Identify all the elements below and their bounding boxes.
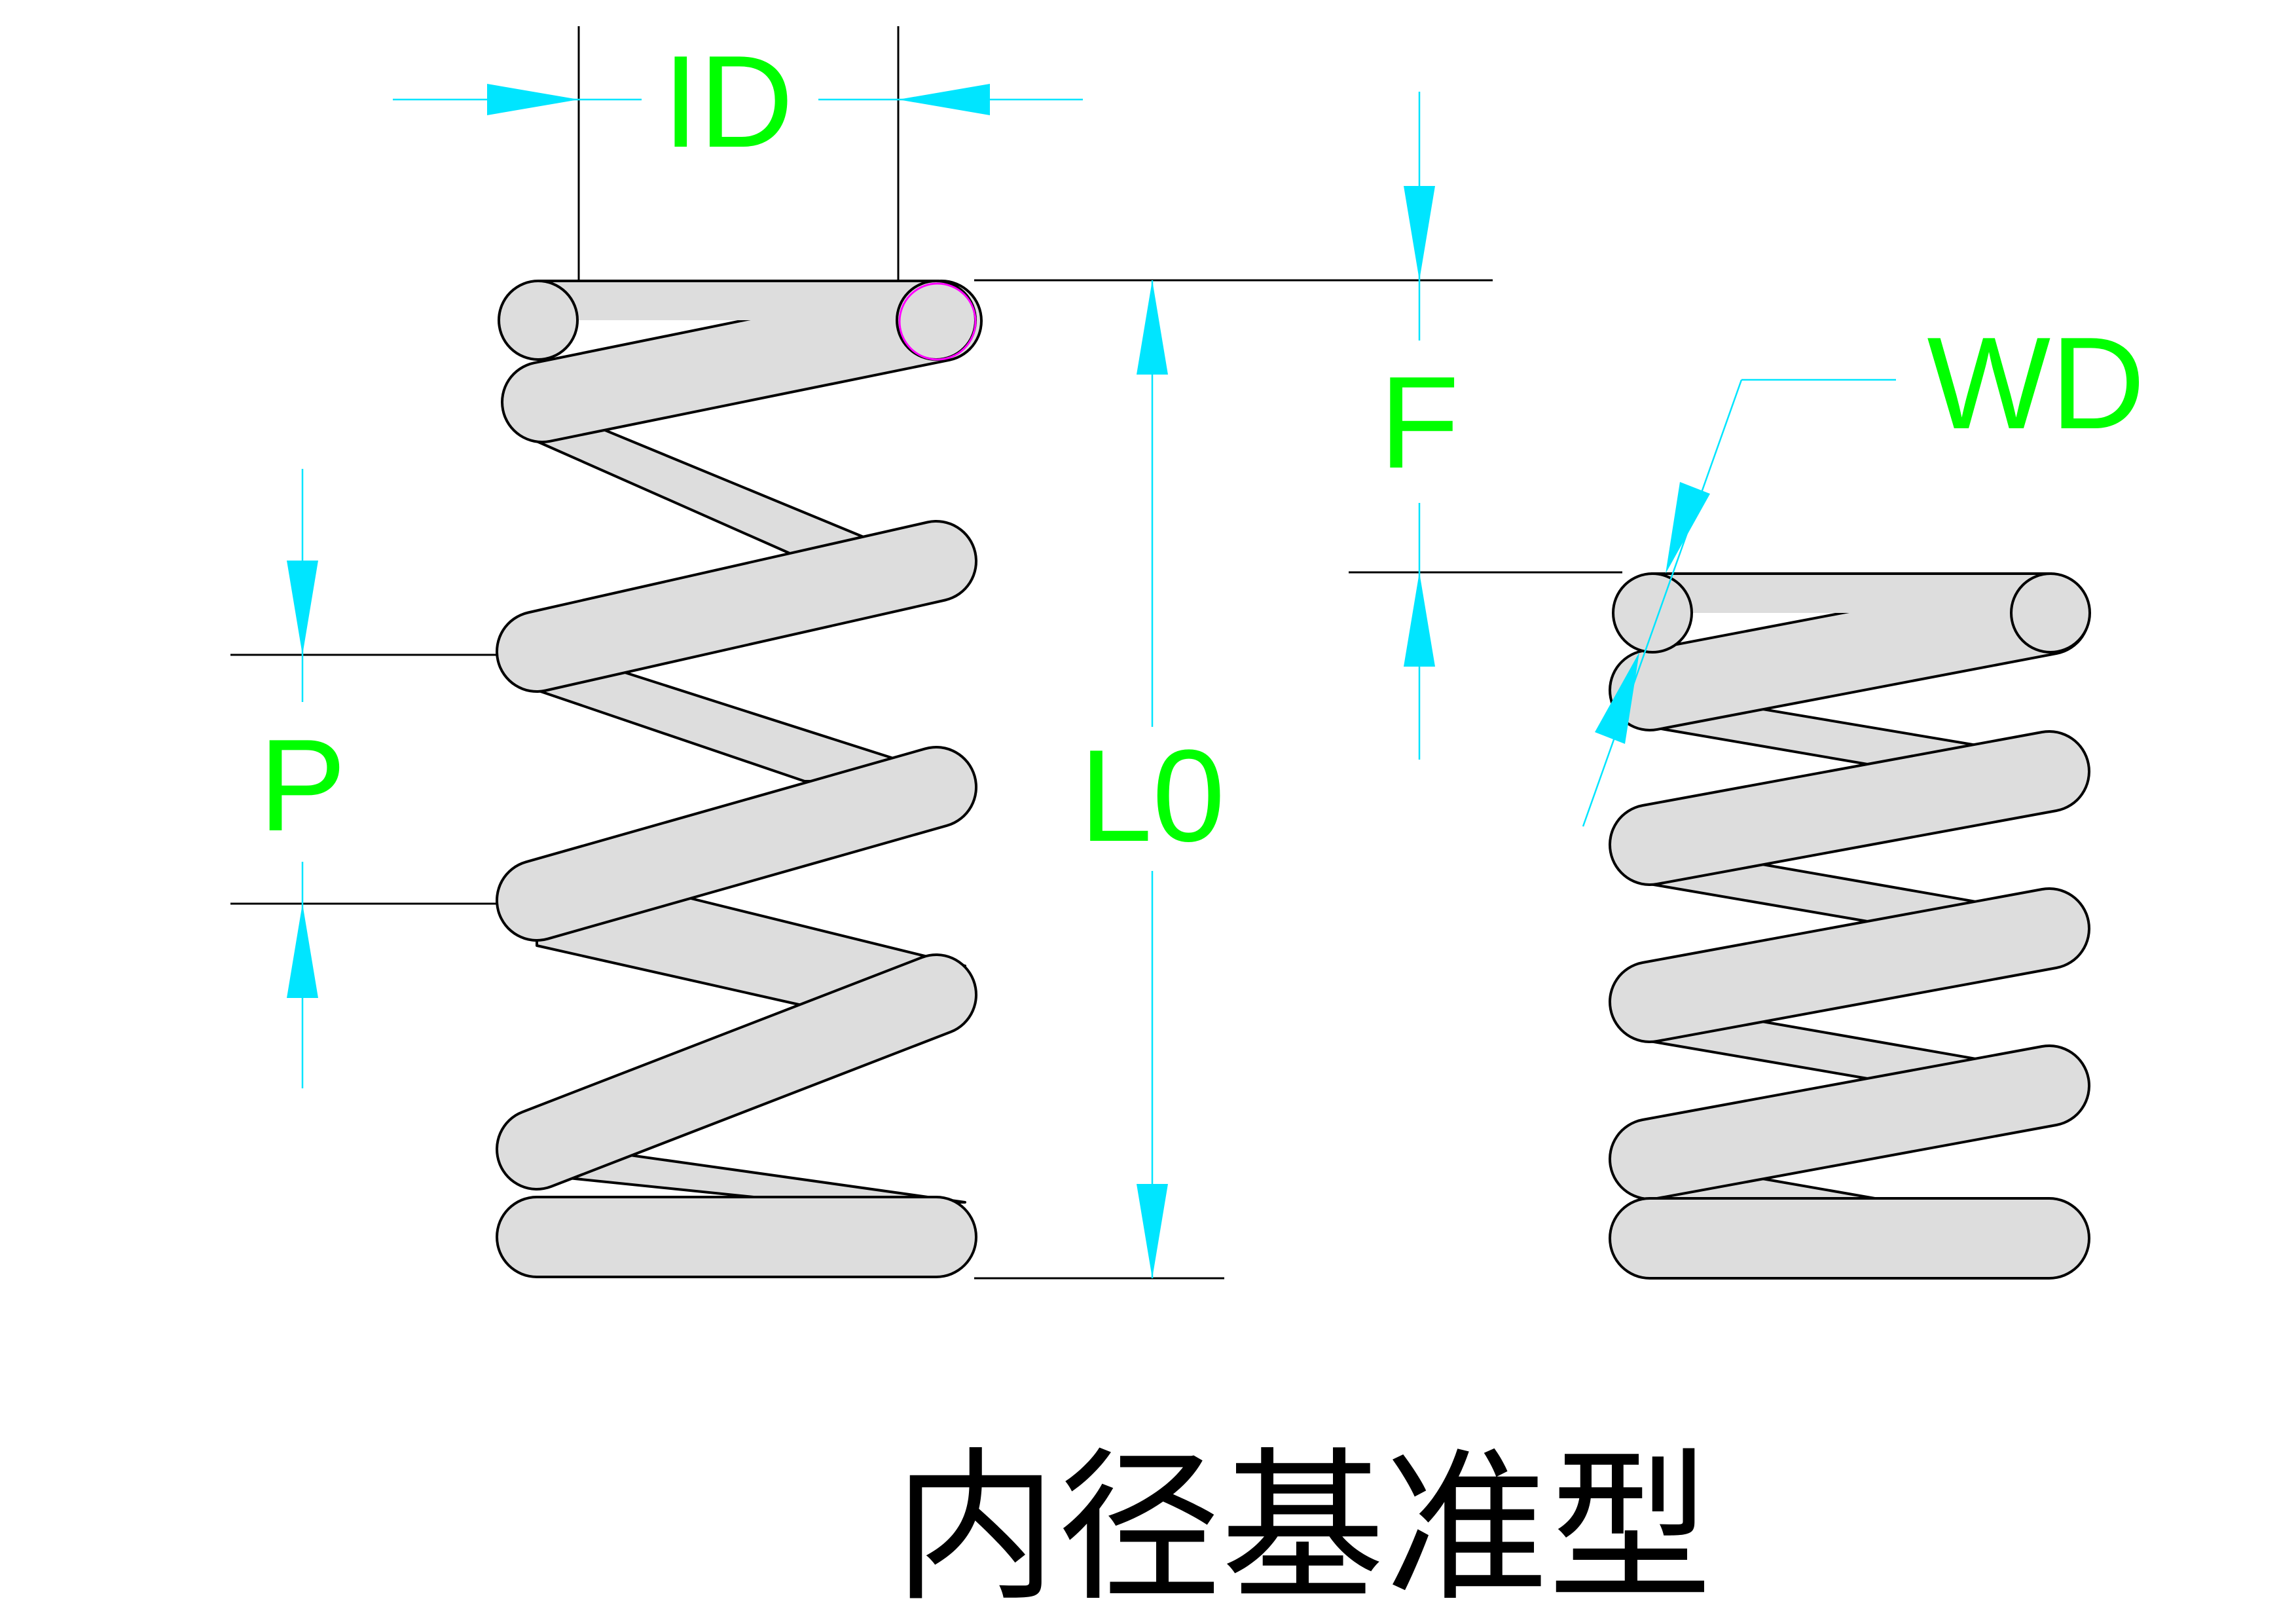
comp-coil-2-fill [1611, 733, 2088, 883]
id-arrow-right [898, 84, 990, 115]
comp-coil-1-fill [1611, 576, 2088, 729]
label-wire-diameter: WD [1927, 310, 2145, 456]
free-coil-4-fill [498, 956, 975, 1188]
f-arrow-top [1404, 186, 1435, 280]
free-top-band [538, 281, 939, 320]
free-spring-front-bars [496, 280, 983, 1278]
wd-arrow-top [1666, 482, 1710, 574]
label-free-length: L0 [1080, 723, 1225, 869]
comp-coil-4-fill [1611, 1047, 2088, 1198]
caption-title: 内径基准型 [894, 1433, 1712, 1623]
free-coil-2-fill [498, 523, 975, 690]
label-pitch: P [259, 712, 346, 858]
p-arrow-bottom [287, 904, 318, 998]
label-deflection: F [1379, 350, 1459, 496]
compressed-spring-front-bars [1609, 572, 2090, 1280]
p-arrow-top [287, 561, 318, 655]
comp-top-right-circle [2010, 572, 2091, 654]
label-id: ID [663, 29, 793, 175]
free-coil-3-fill [498, 748, 975, 939]
l0-arrow-top [1137, 280, 1168, 375]
dimension-wire-diameter [1582, 378, 1896, 827]
comp-coil-3-fill [1611, 890, 2088, 1041]
comp-top-left-circle [1612, 572, 1693, 654]
free-top-left-circle [498, 280, 579, 361]
dimension-id [393, 26, 1083, 282]
wd-arrow-bottom [1595, 652, 1639, 744]
dimension-pitch [230, 469, 498, 1088]
dimension-free-length [974, 279, 1493, 1280]
free-spring [496, 280, 983, 1278]
compressed-spring [1609, 572, 2091, 1280]
dimension-deflection [1349, 92, 1622, 760]
id-arrow-left [487, 84, 579, 115]
l0-arrow-bottom [1137, 1184, 1168, 1278]
free-coil-1-fill [503, 282, 980, 441]
construction-circle [898, 282, 977, 361]
comp-top-band [1651, 574, 2052, 613]
f-arrow-bottom [1404, 572, 1435, 667]
